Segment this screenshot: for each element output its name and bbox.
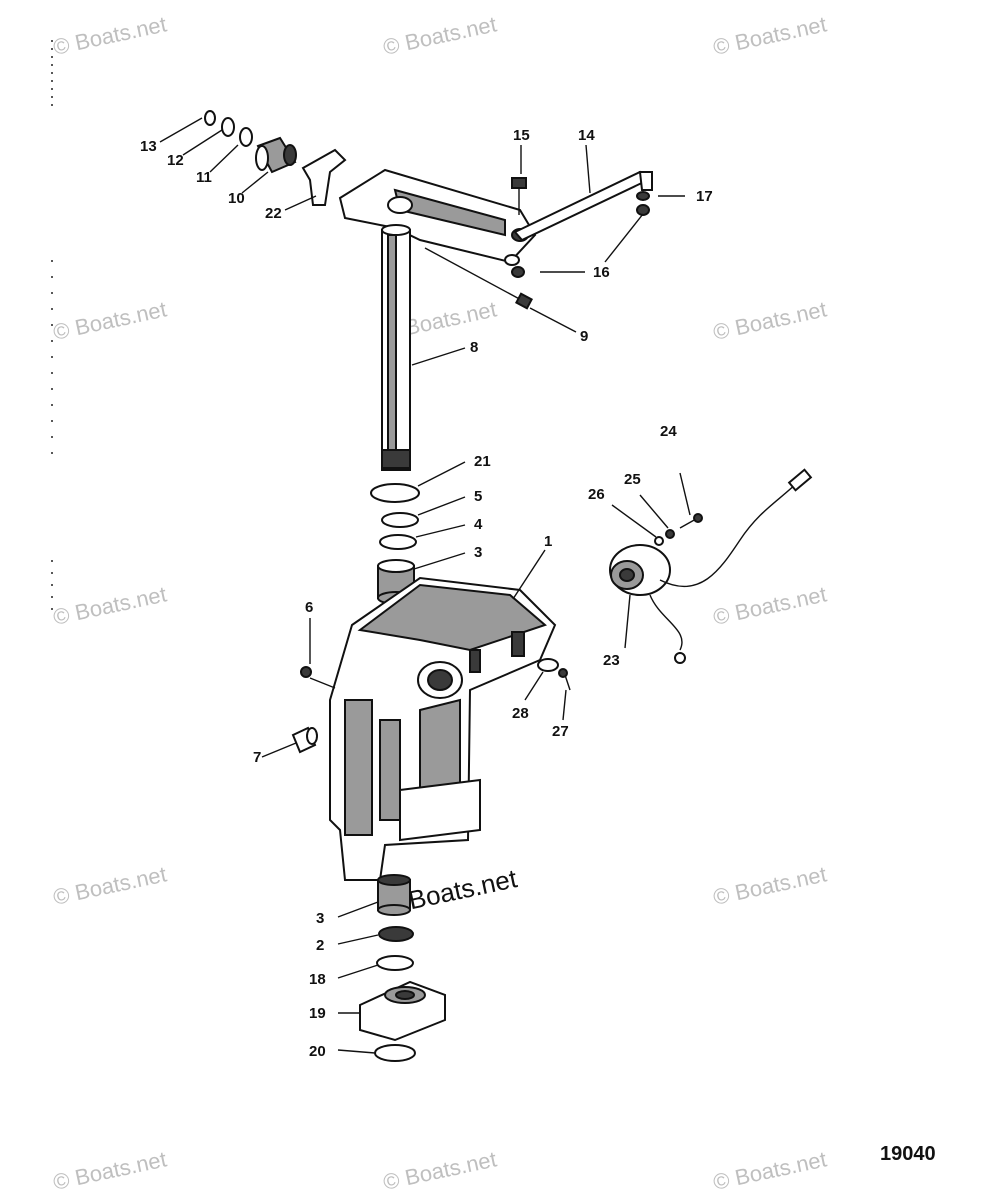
watermark: © Boats.net — [51, 296, 169, 344]
washer-13 — [204, 110, 216, 126]
callout-labels: 13 12 11 10 22 15 14 17 16 9 8 21 5 4 3 … — [140, 127, 713, 1060]
callout-26: 26 — [588, 486, 605, 503]
callout-4: 4 — [474, 516, 483, 533]
ring-21 — [370, 483, 420, 503]
parts-drawing — [204, 110, 813, 1062]
callout-2: 2 — [316, 937, 324, 954]
link-rod-14 — [513, 170, 653, 242]
washer-11 — [239, 127, 253, 147]
nut-16b — [511, 266, 525, 278]
watermark: © Boats.net — [711, 11, 829, 59]
callout-5: 5 — [474, 488, 482, 505]
washer-26 — [654, 536, 664, 546]
callout-17: 17 — [696, 188, 713, 205]
fitting-6 — [300, 666, 312, 678]
swivel-bracket-1 — [329, 576, 557, 881]
callout-23: 23 — [603, 652, 620, 669]
watermark: © Boats.net — [711, 296, 829, 344]
ring-4 — [379, 534, 417, 550]
nut-16a — [636, 204, 650, 216]
bushing-3-lower — [377, 874, 411, 916]
callout-13: 13 — [140, 138, 157, 155]
bushing-10 — [255, 136, 297, 174]
callout-22: 22 — [265, 205, 282, 222]
callout-9: 9 — [580, 328, 588, 345]
callout-14: 14 — [578, 127, 595, 144]
watermark: © Boats.net — [51, 1146, 169, 1194]
leader-lines — [159, 117, 691, 1054]
watermark: © Boats.net — [51, 581, 169, 629]
steering-yoke — [338, 168, 537, 266]
callout-20: 20 — [309, 1043, 326, 1060]
snap-ring-20 — [374, 1044, 416, 1062]
watermark: © Boats.net — [711, 861, 829, 909]
steering-shaft-8 — [381, 224, 411, 471]
plug-7 — [291, 726, 318, 754]
callout-12: 12 — [167, 152, 184, 169]
callout-28: 28 — [512, 705, 529, 722]
watermark: © Boats.net — [711, 581, 829, 629]
steering-yoke-19 — [359, 980, 446, 1042]
bracket-22 — [301, 148, 347, 206]
trim-sender-23 — [609, 468, 813, 664]
callout-16: 16 — [593, 264, 610, 281]
watermark: © Boats.net — [711, 1146, 829, 1194]
screw-24 — [679, 513, 703, 529]
washer-28 — [537, 658, 559, 672]
watermark: © Boats.net — [381, 11, 499, 59]
callout-7: 7 — [253, 749, 261, 766]
washer-12 — [221, 117, 235, 137]
nut-17 — [636, 191, 650, 201]
callout-6: 6 — [305, 599, 313, 616]
callout-21: 21 — [474, 453, 491, 470]
bearing-2 — [378, 926, 414, 942]
ring-5 — [381, 512, 419, 528]
bolt-9 — [424, 247, 533, 310]
callout-10: 10 — [228, 190, 245, 207]
callout-18: 18 — [309, 971, 326, 988]
watermark: © Boats.net — [51, 861, 169, 909]
figure-number: 19040 — [880, 1143, 936, 1165]
callout-11: 11 — [196, 169, 212, 186]
watermark: © Boats.net — [51, 11, 169, 59]
callout-24: 24 — [660, 423, 677, 440]
callout-3-lower: 3 — [316, 910, 324, 927]
washer-25 — [665, 529, 675, 539]
washer-18 — [376, 955, 414, 971]
screw-27 — [558, 668, 571, 691]
callout-8: 8 — [470, 339, 478, 356]
bolt-15 — [511, 177, 527, 215]
watermark: © Boats.net — [381, 1146, 499, 1194]
callout-1: 1 — [544, 533, 552, 550]
callout-25: 25 — [624, 471, 641, 488]
callout-27: 27 — [552, 723, 569, 740]
callout-19: 19 — [309, 1005, 326, 1022]
callout-3: 3 — [474, 544, 482, 561]
callout-15: 15 — [513, 127, 530, 144]
